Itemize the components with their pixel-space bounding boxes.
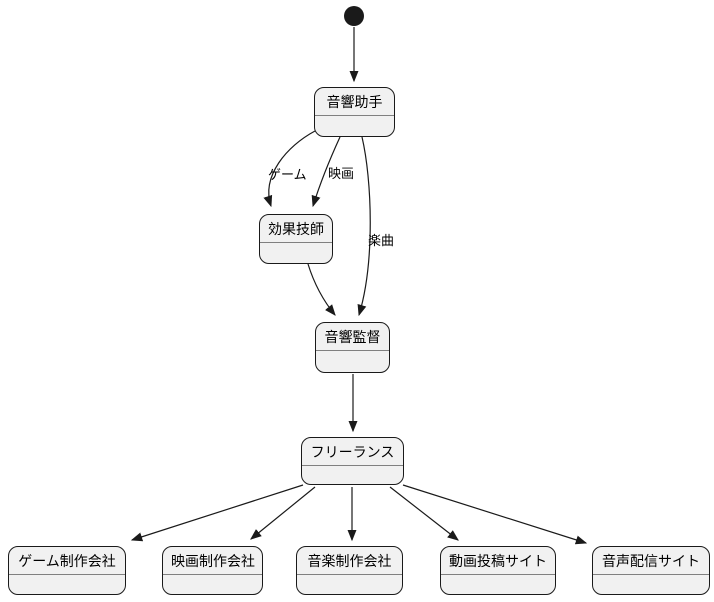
state-audio-streaming-site-body [593, 575, 709, 594]
edge-label-film: 映画 [328, 167, 355, 182]
state-sound-director-label: 音響監督 [316, 323, 389, 351]
state-video-posting-site-label: 動画投稿サイト [441, 547, 555, 575]
state-audio-streaming-site: 音声配信サイト [592, 546, 710, 595]
state-music-production-company-body [297, 575, 402, 594]
state-game-production-company-label: ゲーム制作会社 [9, 547, 125, 575]
edge-effects-to-director [307, 263, 336, 316]
edge-assistant-to-effects-film [311, 136, 341, 208]
edge-assistant-to-effects-game [263, 130, 316, 208]
state-freelance-label: フリーランス [302, 438, 403, 466]
edge-label-game: ゲーム [268, 168, 307, 183]
state-sound-director-body [316, 351, 389, 372]
state-music-production-company-label: 音楽制作会社 [297, 547, 402, 575]
state-sound-assistant-body [315, 116, 394, 136]
state-film-production-company-body [163, 575, 262, 594]
start-state-dot [344, 6, 364, 26]
state-sound-director: 音響監督 [315, 322, 390, 373]
state-game-production-company: ゲーム制作会社 [8, 546, 126, 595]
state-freelance-body [302, 466, 403, 484]
state-music-production-company: 音楽制作会社 [296, 546, 403, 595]
state-effects-technician-body [260, 243, 332, 263]
edge-freelance-to-audio-site [402, 484, 588, 545]
state-film-production-company: 映画制作会社 [162, 546, 263, 595]
state-film-production-company-label: 映画制作会社 [163, 547, 262, 575]
edge-label-music: 楽曲 [368, 234, 395, 249]
edge-freelance-to-game-company [130, 484, 304, 542]
state-sound-assistant: 音響助手 [314, 87, 395, 137]
edge-assistant-to-director-music [357, 136, 371, 317]
state-sound-assistant-label: 音響助手 [315, 88, 394, 116]
state-video-posting-site-body [441, 575, 555, 594]
edge-freelance-to-film-company [250, 486, 316, 540]
state-audio-streaming-site-label: 音声配信サイト [593, 547, 709, 575]
state-video-posting-site: 動画投稿サイト [440, 546, 556, 595]
state-freelance: フリーランス [301, 437, 404, 485]
state-effects-technician-label: 効果技師 [260, 215, 332, 243]
state-game-production-company-body [9, 575, 125, 594]
edge-freelance-to-video-site [389, 486, 459, 541]
state-effects-technician: 効果技師 [259, 214, 333, 264]
